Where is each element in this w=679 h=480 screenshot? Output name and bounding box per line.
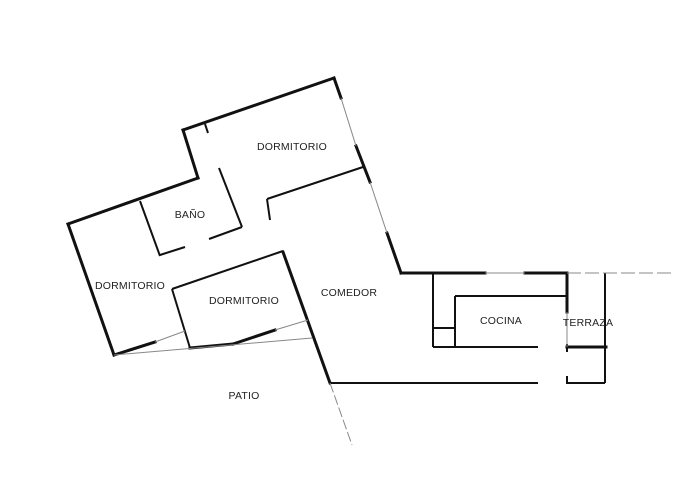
label-dormitorio-middle: DORMITORIO (209, 295, 279, 307)
room-labels: DORMITORIO BAÑO DORMITORIO DORMITORIO CO… (95, 141, 613, 402)
label-cocina: COCINA (480, 315, 522, 327)
label-comedor: COMEDOR (321, 287, 377, 299)
label-dormitorio-top: DORMITORIO (257, 141, 327, 153)
label-bano: BAÑO (175, 208, 206, 221)
label-terraza: TERRAZA (563, 317, 613, 329)
interior-walls (139, 123, 606, 384)
exterior-walls (66, 76, 608, 385)
label-patio: PATIO (229, 390, 260, 402)
windows-and-thin-lines (113, 97, 672, 446)
label-dormitorio-left: DORMITORIO (95, 280, 165, 292)
